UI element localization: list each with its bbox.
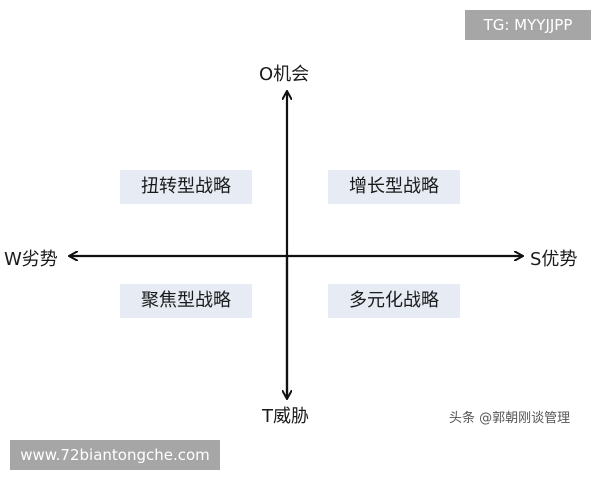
credit-text: 头条 @郭朝刚谈管理 (449, 411, 571, 426)
quadrant-focus-strategy: 聚焦型战略 (120, 284, 252, 318)
axis-label-threat: T威胁 (262, 406, 309, 427)
watermark-website: www.72biantongche.com (10, 440, 220, 470)
axis-label-strength: S优势 (530, 249, 578, 270)
quadrant-diversification-strategy: 多元化战略 (328, 284, 460, 318)
axis-label-weakness: W劣势 (4, 249, 58, 270)
quadrant-turnaround-strategy: 扭转型战略 (120, 170, 252, 204)
axis-label-opportunity: O机会 (259, 64, 310, 85)
quadrant-growth-strategy: 增长型战略 (328, 170, 460, 204)
watermark-tg: TG: MYYJJPP (465, 10, 591, 40)
